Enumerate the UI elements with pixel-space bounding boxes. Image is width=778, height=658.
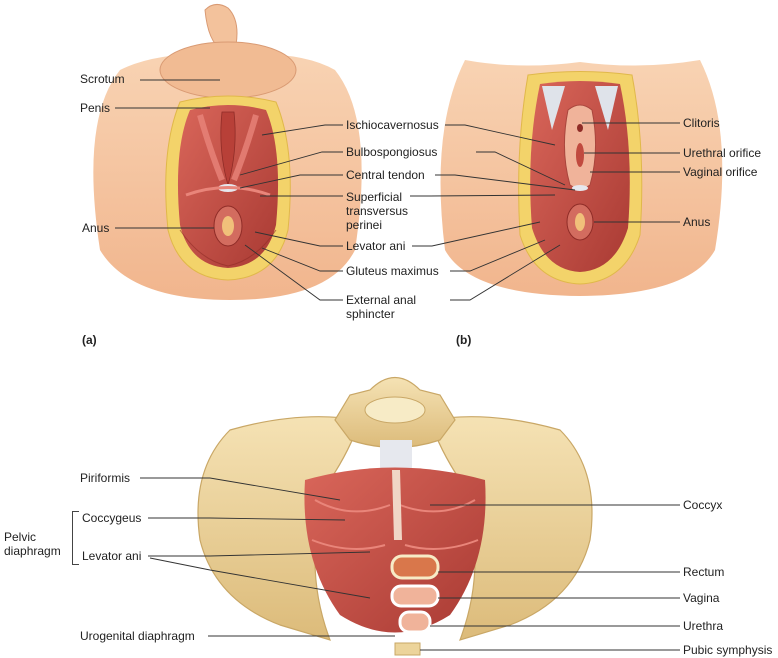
pelvic-floor-illustration <box>197 376 593 656</box>
male-perineum-illustration <box>93 4 362 300</box>
label-pelvic-diaphragm: Pelvic diaphragm <box>4 530 61 558</box>
label-scrotum: Scrotum <box>80 72 125 86</box>
label-vagina: Vagina <box>683 591 720 605</box>
label-piriformis: Piriformis <box>80 471 130 485</box>
label-urethral-orifice: Urethral orifice <box>683 146 762 160</box>
panel-label-a: (a) <box>82 333 97 347</box>
label-vaginal-orifice: Vaginal orifice <box>683 165 758 179</box>
label-rectum: Rectum <box>683 565 725 579</box>
label-central-tendon: Central tendon <box>346 168 425 182</box>
label-urogenital-diaphragm: Urogenital diaphragm <box>80 629 195 643</box>
label-anus-male: Anus <box>82 221 110 235</box>
label-bulbospongiosus: Bulbospongiosus <box>346 145 438 159</box>
label-ischiocavernosus: Ischiocavernosus <box>346 118 439 132</box>
label-coccygeus: Coccygeus <box>82 511 142 525</box>
label-penis: Penis <box>80 101 111 115</box>
label-urethra: Urethra <box>683 619 724 633</box>
label-coccyx: Coccyx <box>683 498 723 512</box>
panel-label-b: (b) <box>456 333 472 347</box>
label-levator-ani-center: Levator ani <box>346 239 406 253</box>
label-gluteus-maximus: Gluteus maximus <box>346 264 439 278</box>
label-clitoris: Clitoris <box>683 116 720 130</box>
label-levator-ani-pelvis: Levator ani <box>82 549 142 563</box>
label-external-anal-sphincter: External anal sphincter <box>346 293 417 321</box>
female-perineum-illustration <box>440 60 723 296</box>
leader-lines <box>115 79 680 651</box>
pelvic-diaphragm-bracket <box>72 511 79 565</box>
label-pubic-symphysis: Pubic symphysis <box>683 643 773 657</box>
label-superficial-transversus-perinei: Superficial transversus perinei <box>346 190 409 232</box>
label-anus-female: Anus <box>683 215 711 229</box>
